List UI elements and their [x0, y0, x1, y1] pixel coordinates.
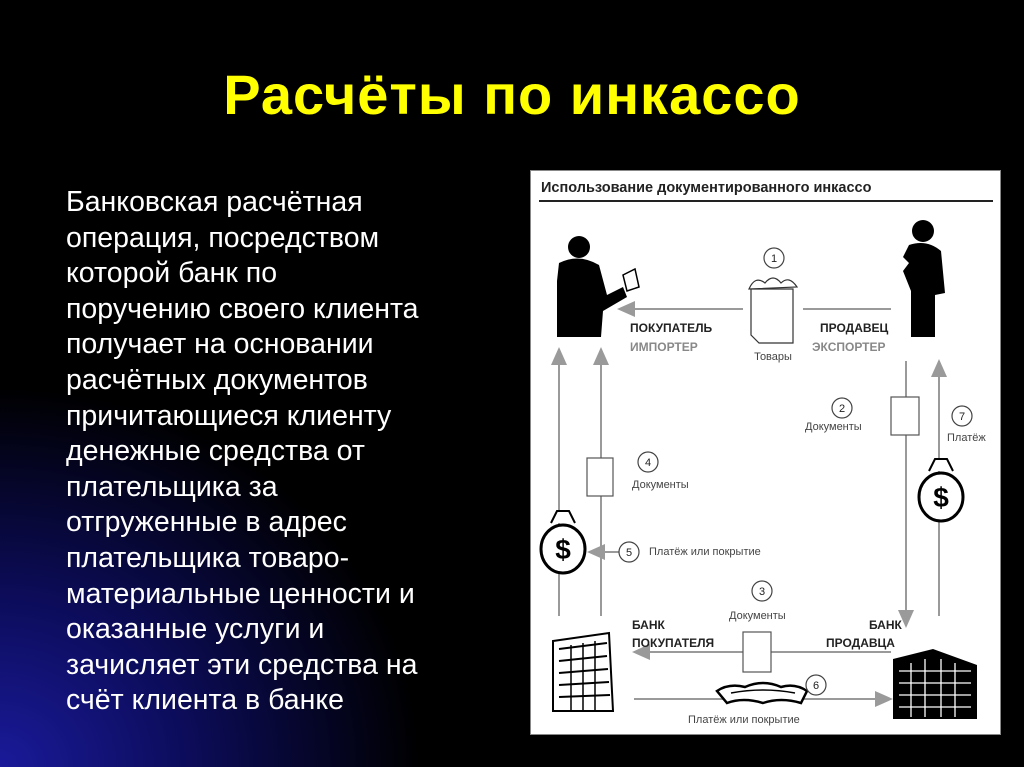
body-line: денежные средства от — [66, 435, 365, 468]
buyer-bank-building-icon — [552, 631, 615, 712]
step-6-circle — [805, 674, 827, 696]
diagram-svg: Использование документированного инкассо… — [539, 180, 993, 726]
step-6-number: 6 — [813, 680, 819, 692]
step-5-circle — [618, 541, 640, 563]
step-7-number: 7 — [959, 411, 965, 423]
step-5-label: Платёж или покрытие — [649, 546, 761, 558]
step-1-label: Товары — [754, 351, 792, 363]
step-2-number: 2 — [839, 403, 845, 415]
slide-title: Расчёты по инкассо — [223, 63, 801, 126]
body-line: плательщика за — [66, 470, 278, 503]
step-7-circle — [951, 405, 973, 427]
step-5-number: 5 — [626, 547, 632, 559]
step-1-circle — [763, 247, 785, 269]
step-2-document-icon — [890, 396, 920, 436]
slide-body-text: Банковская расчётная операция, посредств… — [66, 185, 506, 719]
body-line: расчётных документов — [66, 363, 368, 396]
diagram-title: Использование документированного инкассо — [541, 180, 872, 196]
step-6-label: Платёж или покрытие — [688, 714, 800, 726]
body-line: причитающиеся клиенту — [66, 399, 392, 432]
body-line: материальные ценности и — [66, 577, 415, 610]
step-2-circle — [831, 397, 853, 419]
body-line: оказанные услуги и — [66, 613, 325, 646]
step-2-label: Документы — [805, 421, 862, 433]
body-line: поручению своего клиента — [66, 292, 419, 325]
body-line: которой банк по — [66, 257, 278, 290]
body-line: плательщика товаро- — [66, 541, 350, 574]
step-1-number: 1 — [771, 253, 777, 265]
buyer-sublabel: ИМПОРТЕР — [630, 340, 698, 354]
step-3-number: 3 — [759, 586, 765, 598]
body-line: зачисляет эти средства на — [66, 648, 418, 681]
body-line: получает на основании — [66, 328, 374, 361]
svg-text:$: $ — [555, 534, 571, 565]
step-4-circle — [637, 451, 659, 473]
body-line: операция, посредством — [66, 221, 380, 254]
step-3-label: Документы — [729, 610, 786, 622]
body-line: отгруженные в адрес — [66, 506, 347, 539]
seller-bank-building-icon — [893, 649, 977, 719]
bank-seller-label: БАНК — [869, 618, 903, 632]
bank-buyer-sublabel: ПОКУПАТЕЛЯ — [632, 636, 714, 650]
collection-diagram: Использование документированного инкассо… — [530, 170, 1001, 735]
step-4-number: 4 — [645, 457, 651, 469]
seller-silhouette-icon — [903, 220, 945, 337]
bank-buyer-label: БАНК — [632, 618, 666, 632]
step-3-document-icon — [742, 631, 772, 673]
step-3-circle — [751, 580, 773, 602]
svg-text:$: $ — [933, 482, 949, 513]
step-4-label: Документы — [632, 479, 689, 491]
step-7-label: Платёж — [947, 432, 986, 444]
buyer-label: ПОКУПАТЕЛЬ — [630, 321, 712, 335]
buyer-silhouette-icon — [557, 236, 640, 337]
banknotes-icon — [715, 681, 809, 705]
bank-seller-sublabel: ПРОДАВЦА — [826, 636, 895, 650]
money-bag-icon-buyer: $ — [539, 510, 587, 575]
seller-label: ПРОДАВЕЦ — [820, 321, 889, 335]
seller-sublabel: ЭКСПОРТЕР — [812, 340, 886, 354]
money-bag-icon-seller: $ — [917, 458, 965, 523]
body-line: Банковская расчётная — [66, 186, 363, 218]
step-4-document-icon — [586, 457, 614, 497]
goods-box-icon — [748, 277, 799, 344]
body-line: счёт клиента в банке — [66, 684, 344, 717]
